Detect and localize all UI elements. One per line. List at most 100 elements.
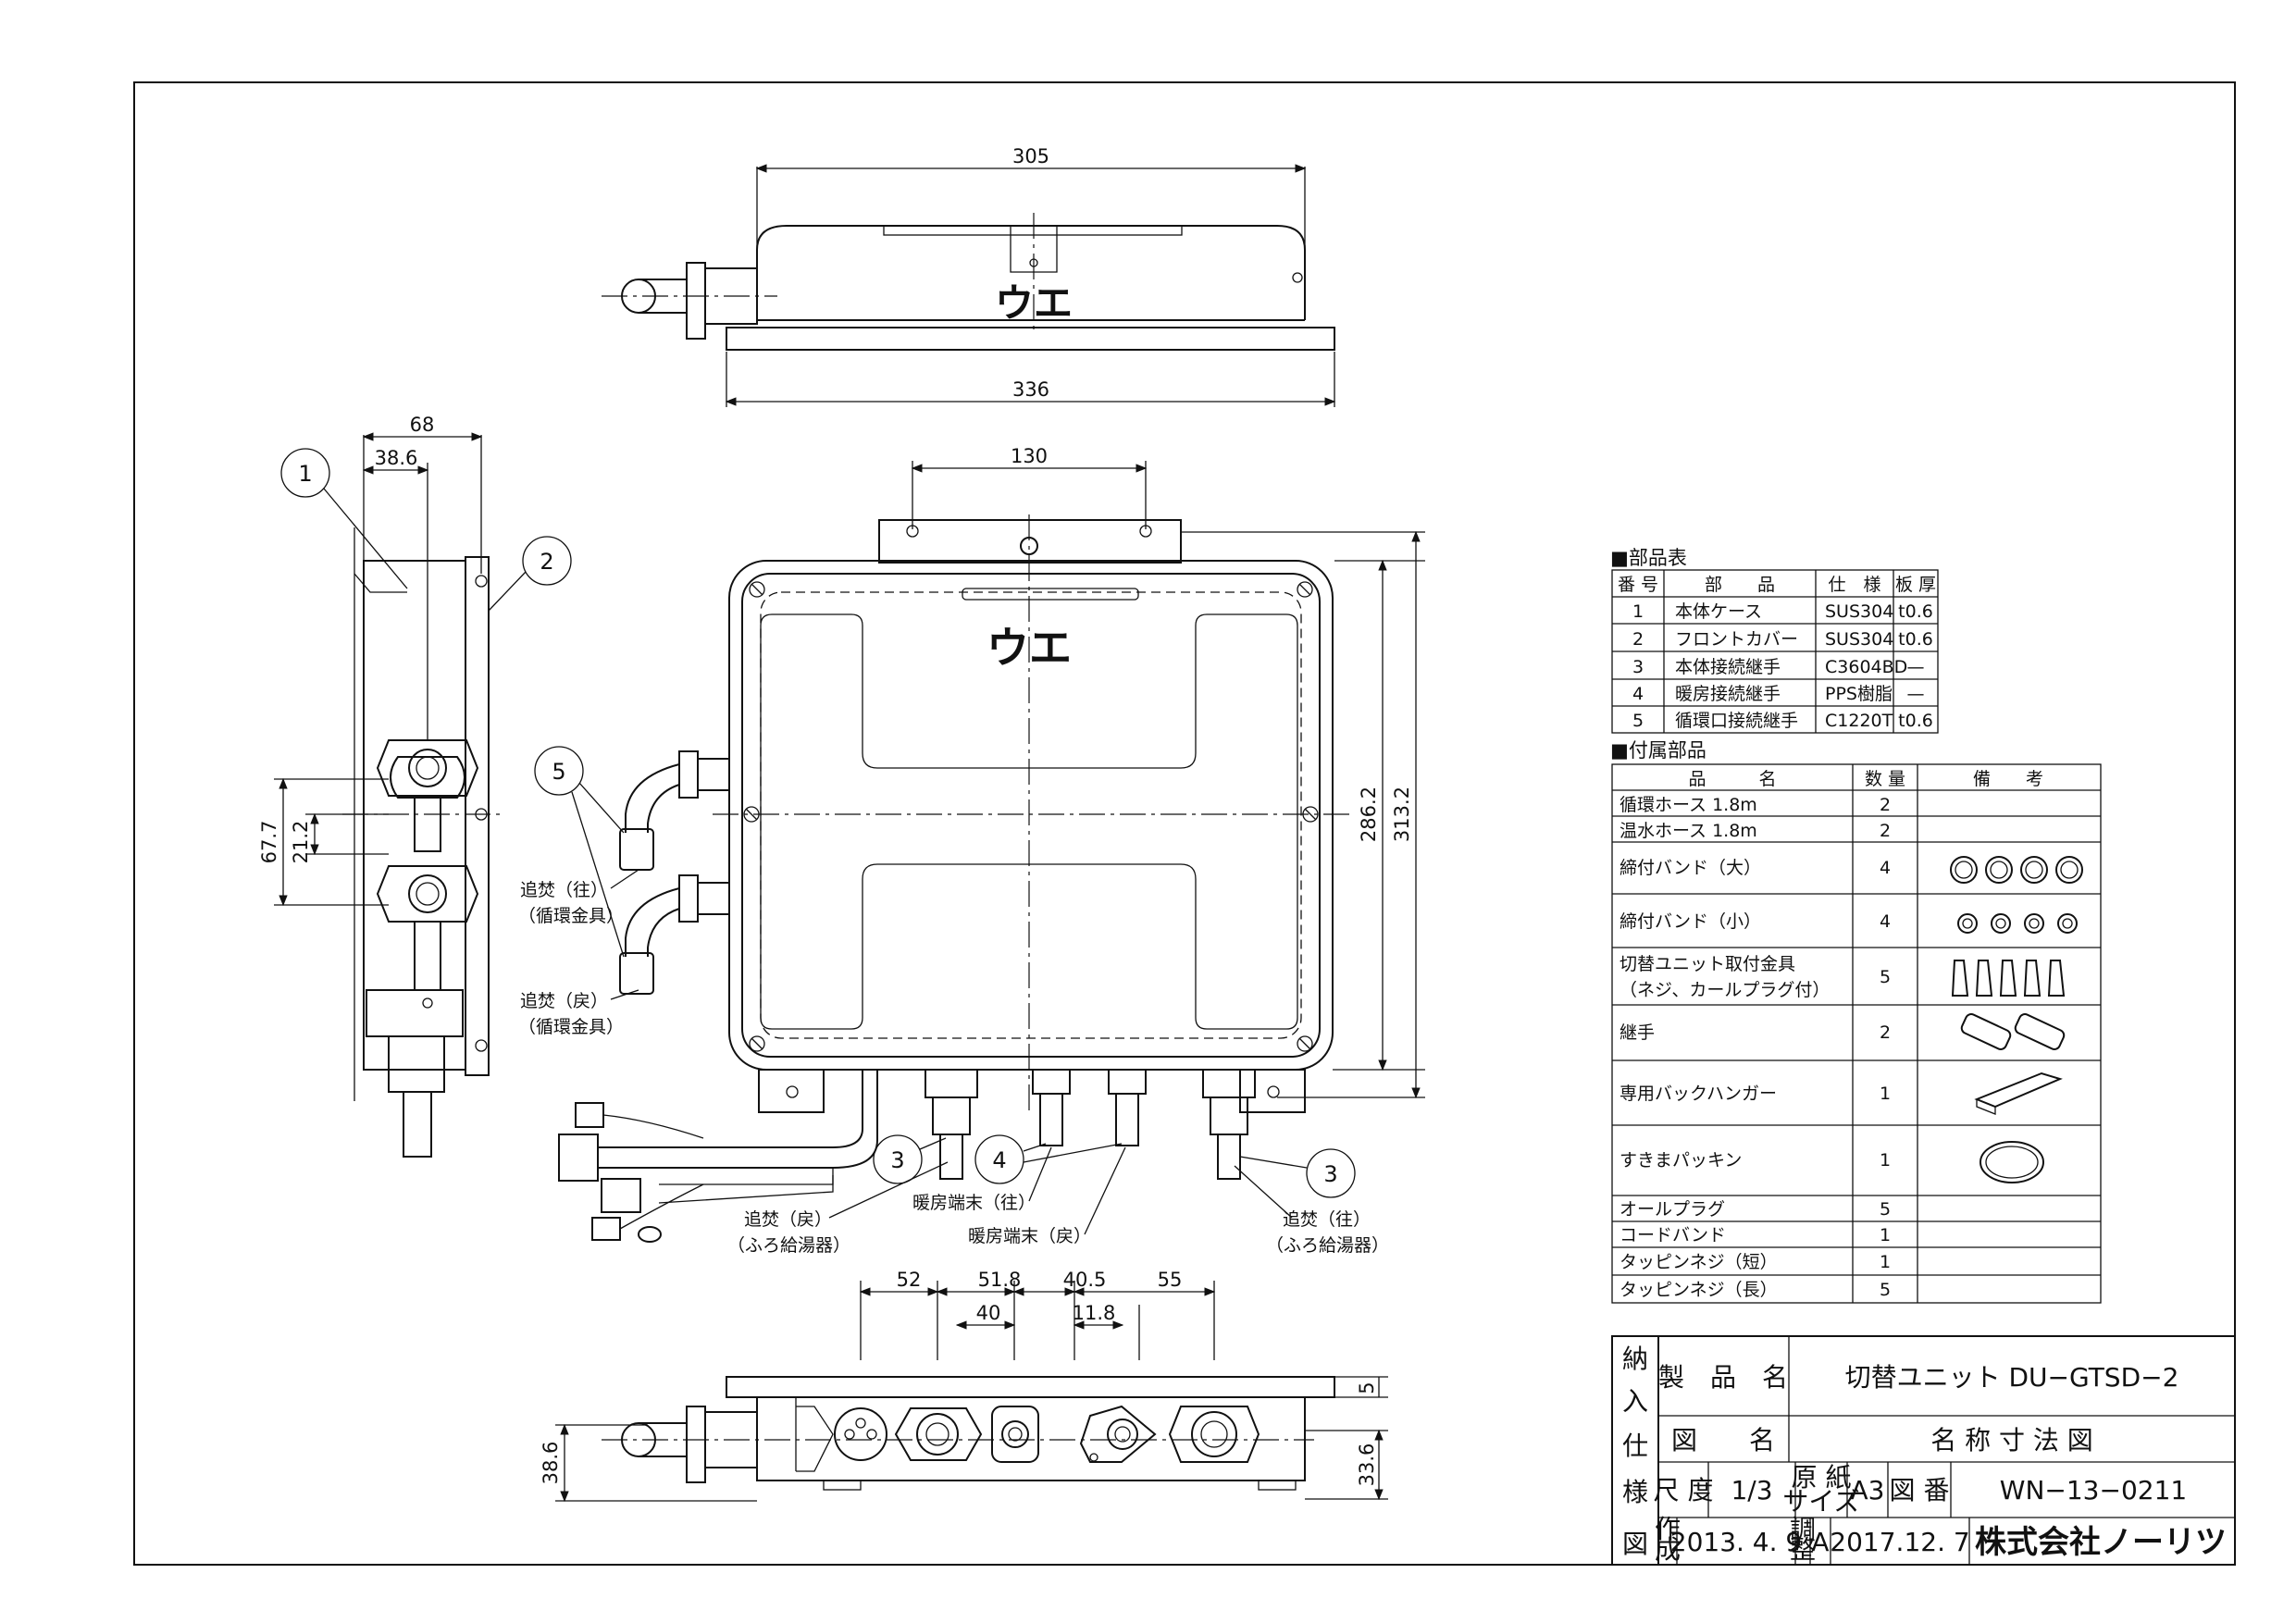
tb-drawing-no-label: 図 番	[1890, 1475, 1950, 1505]
acc-r4-name: 締付バンド（小）	[1620, 911, 1761, 932]
label-oidaki-out: 追焚（往）	[520, 880, 608, 900]
callout-3-right: 3	[1323, 1161, 1337, 1187]
tb-created-label-2: 成	[1655, 1534, 1681, 1565]
tb-paper-label-2: サイズ	[1782, 1486, 1859, 1517]
acc-r4-qty: 4	[1880, 911, 1891, 932]
band-small-sketch	[1957, 913, 2078, 934]
pt-r3-thk: —	[1907, 657, 1925, 677]
front-marking: ウエ	[987, 623, 1072, 673]
pt-r5-spec: C1220T	[1825, 711, 1893, 731]
mount-bracket-sketch	[1951, 960, 2066, 997]
dim-front-130: 130	[1011, 445, 1048, 467]
bottom-fittings	[925, 1069, 1256, 1180]
dim-side-68: 68	[410, 414, 435, 436]
pt-r2-no: 2	[1632, 629, 1644, 650]
acc-r8-qty: 1	[1880, 1150, 1891, 1171]
tb-side-1: 納	[1622, 1344, 1648, 1374]
pt-r2-name: フロントカバー	[1675, 629, 1798, 650]
label-junkan-kanagu-2: （循環金具）	[518, 1017, 624, 1037]
sheet-border	[133, 81, 2236, 1566]
left-fittings	[619, 750, 730, 995]
acc-r9-qty: 5	[1880, 1199, 1891, 1220]
dim-front-286-2: 286.2	[1358, 787, 1380, 842]
label-oidaki-out-bath: 追焚（往）	[1283, 1209, 1371, 1230]
acc-h-name: 品 名	[1688, 769, 1776, 789]
pt-h3: 仕 様	[1828, 575, 1880, 595]
label-oidaki-ret: 追焚（戻）	[520, 991, 608, 1011]
acc-r5-name2: （ネジ、カールプラグ付）	[1620, 980, 1830, 1000]
dim-top-305: 305	[1012, 145, 1049, 167]
tb-scale-label: 尺 度	[1654, 1475, 1714, 1505]
dim-side-21-2: 21.2	[290, 821, 312, 864]
callout-3-left: 3	[890, 1147, 904, 1173]
label-danbo-out: 暖房端末（往）	[912, 1193, 1036, 1213]
callout-4: 4	[992, 1147, 1006, 1173]
tb-paper-label-1: 原 紙	[1792, 1462, 1852, 1493]
pt-r3-no: 3	[1632, 657, 1644, 677]
tb-revised-date: 2017.12. 7	[1830, 1527, 1969, 1557]
acc-r6-qty: 2	[1880, 1022, 1891, 1043]
pt-r2-thk: t0.6	[1898, 629, 1933, 650]
bottom-view: 52 51.8 40.5 55 40 11.8	[540, 1269, 1388, 1503]
acc-r9-name: オールプラグ	[1620, 1199, 1725, 1220]
callout-5: 5	[552, 759, 565, 785]
side-view: 68 38.6 67.7 21.2	[258, 414, 500, 1158]
callouts: 1 2 3 3 4 5	[280, 448, 1356, 1198]
screw-group	[743, 581, 1319, 1052]
pt-r4-thk: —	[1907, 684, 1925, 704]
acc-r5-name: 切替ユニット取付金具	[1620, 954, 1795, 974]
acc-r6-name: 継手	[1620, 1022, 1655, 1043]
tb-drawing-label: 図 名	[1671, 1425, 1775, 1456]
dim-bottom-40: 40	[976, 1302, 1001, 1324]
tb-company: 株式会社ノーリツ	[1975, 1524, 2227, 1561]
tb-drawing-name: 名 称 寸 法 図	[1930, 1425, 2093, 1456]
pt-h1: 番 号	[1618, 575, 1658, 595]
tb-created-label-1: 作	[1655, 1514, 1681, 1544]
tb-product-name: 切替ユニット DU−GTSD−2	[1845, 1362, 2179, 1393]
acc-r7-qty: 1	[1880, 1084, 1891, 1104]
accessories-table: ■付属部品 品 名 数 量 備 考 循環ホース 1.8m 2 温水ホース 1.8…	[1610, 739, 2102, 1304]
tb-scale-value: 1/3	[1731, 1475, 1772, 1505]
label-danbo-ret: 暖房端末（戻）	[968, 1226, 1091, 1246]
acc-r11-qty: 1	[1880, 1252, 1891, 1272]
parts-table-heading: ■部品表	[1610, 547, 1687, 569]
acc-r10-name: コードバンド	[1620, 1225, 1726, 1245]
pt-r5-no: 5	[1632, 711, 1644, 731]
acc-r10-qty: 1	[1880, 1225, 1891, 1245]
pt-r5-thk: t0.6	[1898, 711, 1933, 731]
tb-side-4: 様	[1622, 1477, 1648, 1507]
tb-side-3: 仕	[1622, 1431, 1648, 1461]
pt-r4-no: 4	[1632, 684, 1644, 704]
label-oidaki-ret-bath: 追焚（戻）	[744, 1209, 832, 1230]
tb-side-5: 図	[1622, 1529, 1648, 1559]
dim-bottom-40-5: 40.5	[1063, 1269, 1107, 1291]
band-large-sketch	[1950, 856, 2083, 884]
pt-h2: 部 品	[1705, 575, 1775, 595]
acc-h-qty: 数 量	[1865, 769, 1905, 789]
dim-bottom-52: 52	[897, 1269, 922, 1291]
dim-bottom-11-8: 11.8	[1073, 1302, 1116, 1324]
acc-r3-qty: 4	[1880, 858, 1891, 878]
acc-r2-qty: 2	[1880, 821, 1891, 841]
label-furo-kyutoki-2: （ふろ給湯器）	[1266, 1235, 1389, 1256]
dim-front-313-2: 313.2	[1391, 787, 1413, 842]
back-hanger-sketch	[1974, 1072, 2063, 1115]
pt-r3-spec: C3604BD	[1825, 657, 1907, 677]
port-labels: 追焚（往） （循環金具） 追焚（戻） （循環金具） 追焚（戻） （ふろ給湯器） …	[518, 869, 1389, 1256]
acc-r1-name: 循環ホース 1.8m	[1620, 795, 1757, 815]
cable-bundle	[558, 1070, 878, 1243]
pt-r3-name: 本体接続継手	[1675, 657, 1781, 677]
gap-packing-sketch	[1980, 1141, 2044, 1183]
dim-side-67-7: 67.7	[258, 821, 280, 864]
acc-r8-name: すきまパッキン	[1620, 1150, 1742, 1171]
acc-r12-name: タッピンネジ（長）	[1620, 1280, 1778, 1300]
top-view: 305 ウエ 336	[602, 145, 1336, 407]
dim-bottom-33-6: 33.6	[1356, 1443, 1378, 1487]
acc-r1-qty: 2	[1880, 795, 1891, 815]
label-junkan-kanagu-1: （循環金具）	[518, 906, 624, 926]
pt-r1-thk: t0.6	[1898, 601, 1933, 622]
callout-1: 1	[298, 461, 312, 487]
pt-r4-spec: PPS樹脂	[1825, 684, 1893, 704]
acc-r12-qty: 5	[1880, 1280, 1891, 1300]
